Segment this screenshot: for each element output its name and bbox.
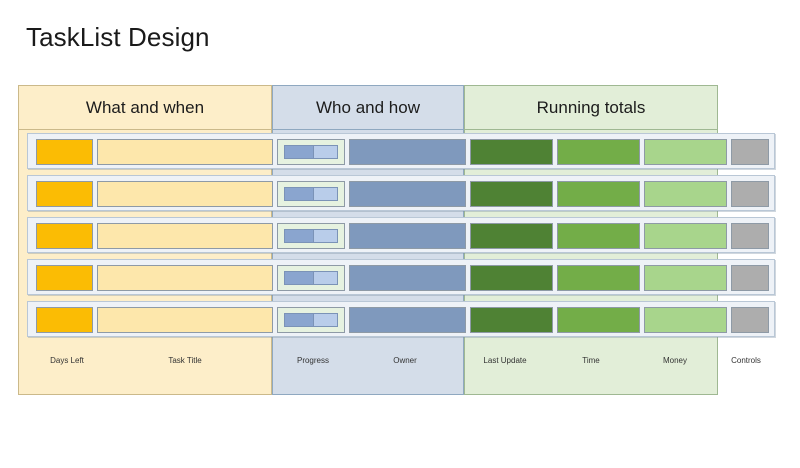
progress-bar-fill	[285, 188, 314, 200]
cell-time[interactable]	[557, 265, 640, 291]
column-caption-progress: Progress	[296, 356, 329, 365]
table-row[interactable]	[27, 301, 775, 337]
table-row[interactable]	[27, 175, 775, 211]
cell-task-title[interactable]	[97, 139, 273, 165]
progress-bar[interactable]	[284, 187, 338, 201]
cell-controls[interactable]	[731, 139, 769, 165]
cell-time[interactable]	[557, 223, 640, 249]
column-caption-owner: Owner	[393, 356, 417, 365]
cell-last-update[interactable]	[470, 181, 553, 207]
table-row[interactable]	[27, 217, 775, 253]
cell-task-title[interactable]	[97, 265, 273, 291]
column-caption-money: Money	[662, 356, 687, 365]
table-row[interactable]	[27, 259, 775, 295]
cell-money[interactable]	[644, 223, 727, 249]
column-caption-task-title: Task Title	[168, 356, 202, 365]
cell-task-title[interactable]	[97, 307, 273, 333]
progress-bar-fill	[285, 146, 314, 158]
cell-last-update[interactable]	[470, 307, 553, 333]
progress-bar[interactable]	[284, 313, 338, 327]
cell-progress[interactable]	[277, 307, 345, 333]
progress-bar-fill	[285, 272, 314, 284]
cell-controls[interactable]	[731, 265, 769, 291]
progress-bar[interactable]	[284, 145, 338, 159]
column-caption-time: Time	[582, 356, 600, 365]
cell-controls[interactable]	[731, 307, 769, 333]
cell-progress[interactable]	[277, 265, 345, 291]
cell-task-title[interactable]	[97, 181, 273, 207]
cell-owner[interactable]	[349, 307, 466, 333]
cell-progress[interactable]	[277, 223, 345, 249]
cell-days-left[interactable]	[36, 139, 93, 165]
cell-days-left[interactable]	[36, 307, 93, 333]
column-caption-last-update: Last Update	[483, 356, 527, 365]
cell-last-update[interactable]	[470, 223, 553, 249]
column-caption-controls: Controls	[731, 356, 761, 365]
cell-money[interactable]	[644, 139, 727, 165]
cell-time[interactable]	[557, 139, 640, 165]
cell-owner[interactable]	[349, 265, 466, 291]
cell-time[interactable]	[557, 181, 640, 207]
group-header-label-running-totals: Running totals	[536, 98, 646, 117]
progress-bar-fill	[285, 230, 314, 242]
cell-controls[interactable]	[731, 181, 769, 207]
cell-progress[interactable]	[277, 139, 345, 165]
group-header-label-what-and-when: What and when	[85, 98, 205, 117]
cell-owner[interactable]	[349, 181, 466, 207]
cell-money[interactable]	[644, 265, 727, 291]
cell-last-update[interactable]	[470, 139, 553, 165]
group-header-divider	[273, 129, 463, 130]
cell-task-title[interactable]	[97, 223, 273, 249]
progress-bar-fill	[285, 314, 314, 326]
cell-days-left[interactable]	[36, 181, 93, 207]
group-header-divider	[19, 129, 271, 130]
cell-days-left[interactable]	[36, 265, 93, 291]
progress-bar[interactable]	[284, 229, 338, 243]
cell-days-left[interactable]	[36, 223, 93, 249]
column-caption-days-left: Days Left	[50, 356, 84, 365]
cell-last-update[interactable]	[470, 265, 553, 291]
cell-money[interactable]	[644, 307, 727, 333]
cell-money[interactable]	[644, 181, 727, 207]
group-header-label-who-and-how: Who and how	[316, 98, 420, 117]
progress-bar[interactable]	[284, 271, 338, 285]
cell-controls[interactable]	[731, 223, 769, 249]
group-header-divider	[465, 129, 717, 130]
cell-progress[interactable]	[277, 181, 345, 207]
cell-time[interactable]	[557, 307, 640, 333]
table-row[interactable]	[27, 133, 775, 169]
cell-owner[interactable]	[349, 139, 466, 165]
page-title: TaskList Design	[26, 22, 210, 52]
cell-owner[interactable]	[349, 223, 466, 249]
